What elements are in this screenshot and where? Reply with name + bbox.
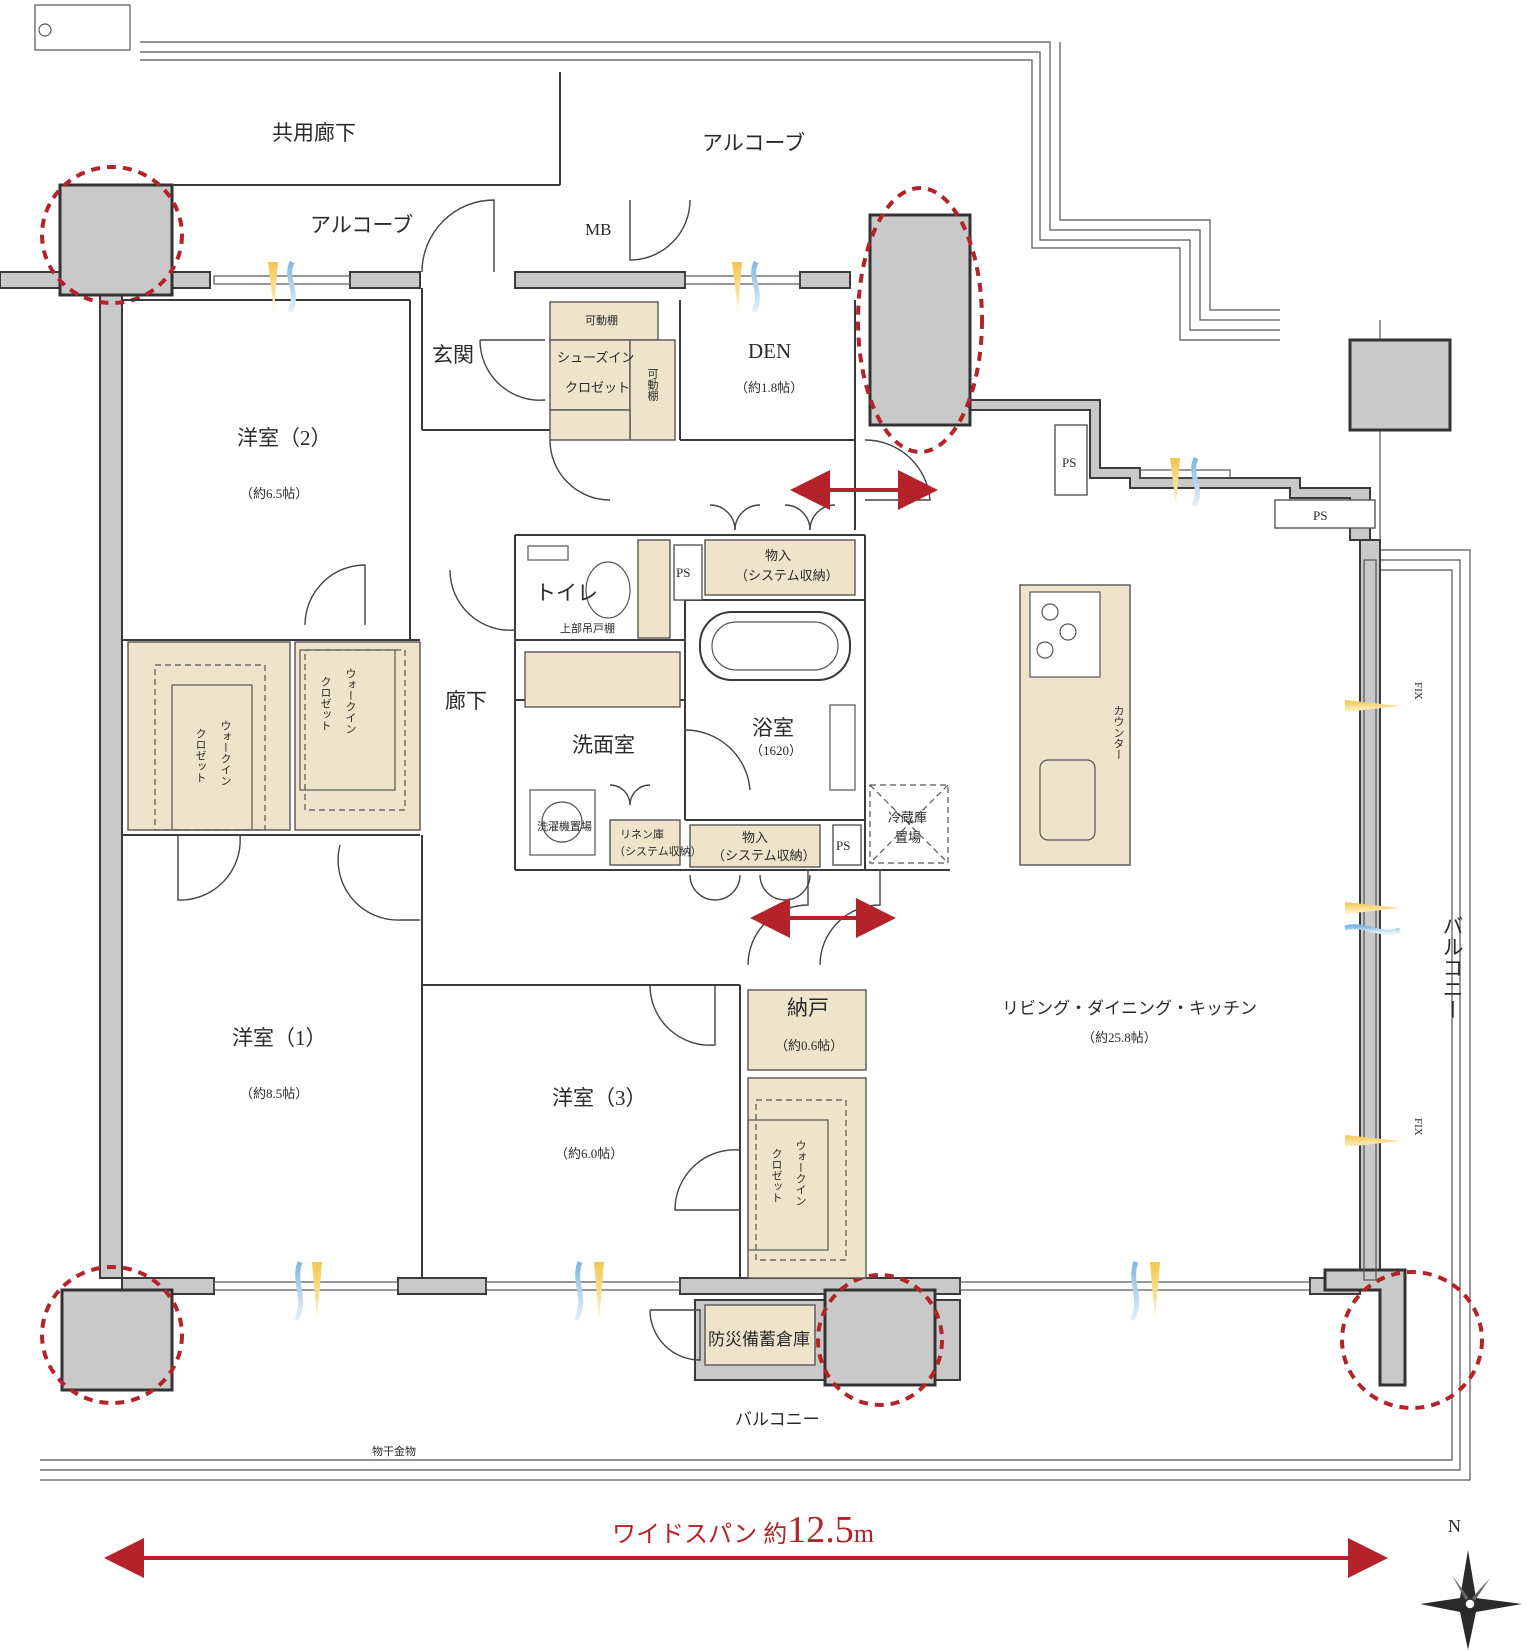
den-label: DEN xyxy=(748,339,791,363)
ps-toilet-label: PS xyxy=(676,565,690,580)
walk-in-closet-left xyxy=(127,641,291,831)
fix-bottom-label: FIX xyxy=(1412,1118,1424,1136)
counter-label: カウンター xyxy=(1112,705,1124,760)
washer-label: 洗濯機置場 xyxy=(537,819,592,833)
span-prefix: ワイドスパン 約 xyxy=(612,1521,787,1548)
movable-shelf-side xyxy=(629,339,676,441)
western3-label: 洋室（3） xyxy=(552,1086,647,1110)
walk-in-closet-right xyxy=(294,641,421,831)
bath-size-label: （1620） xyxy=(750,743,802,758)
compass-north-label: N xyxy=(1448,1516,1461,1536)
movable-shelf-side-label: 可動棚 xyxy=(646,368,659,402)
bath-label: 浴室 xyxy=(752,716,794,740)
linen-label-2: （システム収納） xyxy=(614,845,702,858)
column-highlights xyxy=(40,165,1484,1410)
doors xyxy=(177,199,931,1361)
shared-corridor-label: 共用廊下 xyxy=(272,121,356,145)
outer-railing xyxy=(34,4,1471,1481)
storage-bottom-label-2: （システム収納） xyxy=(712,848,816,863)
storage-top xyxy=(704,539,856,596)
toilet-label: トイレ xyxy=(535,581,598,605)
span-value: 12.5 xyxy=(787,1509,854,1551)
washroom-label: 洗面室 xyxy=(572,733,635,757)
wic-left-label-1: ウォークイン xyxy=(219,720,231,786)
alcove-top-label: アルコーブ xyxy=(702,131,805,155)
laundry-pole-label: 物干金物 xyxy=(372,1444,416,1458)
wic-left-label-2: クロゼット xyxy=(194,728,207,783)
wic-right-label-1: ウォークイン xyxy=(344,668,356,734)
entrance-label: 玄関 xyxy=(432,343,474,367)
western2-size-label: （約6.5帖） xyxy=(240,486,308,501)
ldk-label: リビング・ダイニング・キッチン xyxy=(1002,999,1257,1018)
nando-label: 納戸 xyxy=(787,996,829,1020)
ps-entry-label: PS xyxy=(1062,455,1076,470)
movable-shelf-top-label: 可動棚 xyxy=(585,313,618,327)
wic3-label-2: クロゼット xyxy=(770,1148,783,1203)
den-size-label: （約1.8帖） xyxy=(735,380,803,395)
nando xyxy=(747,989,867,1071)
western2-label: 洋室（2） xyxy=(237,426,332,450)
fridge-label-1: 冷蔵庫 xyxy=(888,810,927,825)
western3-size-label: （約6.0帖） xyxy=(555,1146,623,1161)
washroom-counter xyxy=(524,651,681,708)
balcony-right-label: バルコニー xyxy=(1440,915,1464,1020)
bathtub xyxy=(699,611,851,681)
toilet-cabinet xyxy=(637,539,671,639)
western1-size-label: （約8.5帖） xyxy=(240,1086,308,1101)
disaster-storage xyxy=(704,1304,816,1366)
alcove-left-label: アルコーブ xyxy=(310,213,413,237)
storage-top-label-2: （システム収納） xyxy=(735,568,839,583)
shoes-in-closet-label-2: クロゼット xyxy=(565,380,630,395)
svg-text:ワイドスパン 約12.5m: ワイドスパン 約12.5m xyxy=(612,1509,874,1551)
circulation-arrows xyxy=(750,470,938,938)
balcony-bottom-label: バルコニー xyxy=(735,1410,820,1429)
ps-kitchen-label: PS xyxy=(836,838,850,853)
mb-label: MB xyxy=(585,220,611,239)
toilet-bowl xyxy=(585,561,631,619)
linen-label-1: リネン庫 xyxy=(620,827,664,841)
storage-bottom xyxy=(689,824,821,868)
fix-top-label: FIX xyxy=(1412,682,1424,700)
fridge-space xyxy=(869,784,949,864)
span-unit: m xyxy=(854,1519,874,1548)
closet-shelf-lines xyxy=(154,649,847,1261)
upper-shelf-label: 上部吊戸棚 xyxy=(560,621,615,635)
wic3-label-1: ウォークイン xyxy=(794,1140,806,1206)
fridge-label-2: 置場 xyxy=(895,830,921,845)
wic-right-label-2: クロゼット xyxy=(319,676,332,731)
windows xyxy=(213,260,1401,1322)
washer-space xyxy=(529,789,596,856)
ps-shafts xyxy=(673,424,1376,866)
storage-bottom-label-1: 物入 xyxy=(742,830,768,845)
hallway-label: 廊下 xyxy=(445,689,487,713)
shoes-in-closet-label-1: シューズイン xyxy=(557,350,634,365)
linen-storage xyxy=(609,819,681,866)
wide-span-dimension: ワイドスパン 約12.5m xyxy=(104,1509,1388,1578)
western1-label: 洋室（1） xyxy=(232,1026,327,1050)
ps-balcony-label: PS xyxy=(1313,508,1327,523)
walk-in-closet-3 xyxy=(747,1077,867,1279)
fixtures xyxy=(527,545,856,856)
structural-columns xyxy=(58,183,1452,1392)
disaster-storage-label: 防災備蓄倉庫 xyxy=(708,1330,810,1349)
labels: 共用廊下 アルコーブ アルコーブ MB 玄関 可動棚 シューズイン クロゼット … xyxy=(194,121,1464,1458)
compass: N xyxy=(1420,1516,1522,1650)
movable-shelf-top xyxy=(549,301,659,341)
ldk-size-label: （約25.8帖） xyxy=(1082,1030,1157,1045)
storage-top-label-1: 物入 xyxy=(765,548,791,563)
nando-size-label: （約0.6帖） xyxy=(775,1038,843,1053)
